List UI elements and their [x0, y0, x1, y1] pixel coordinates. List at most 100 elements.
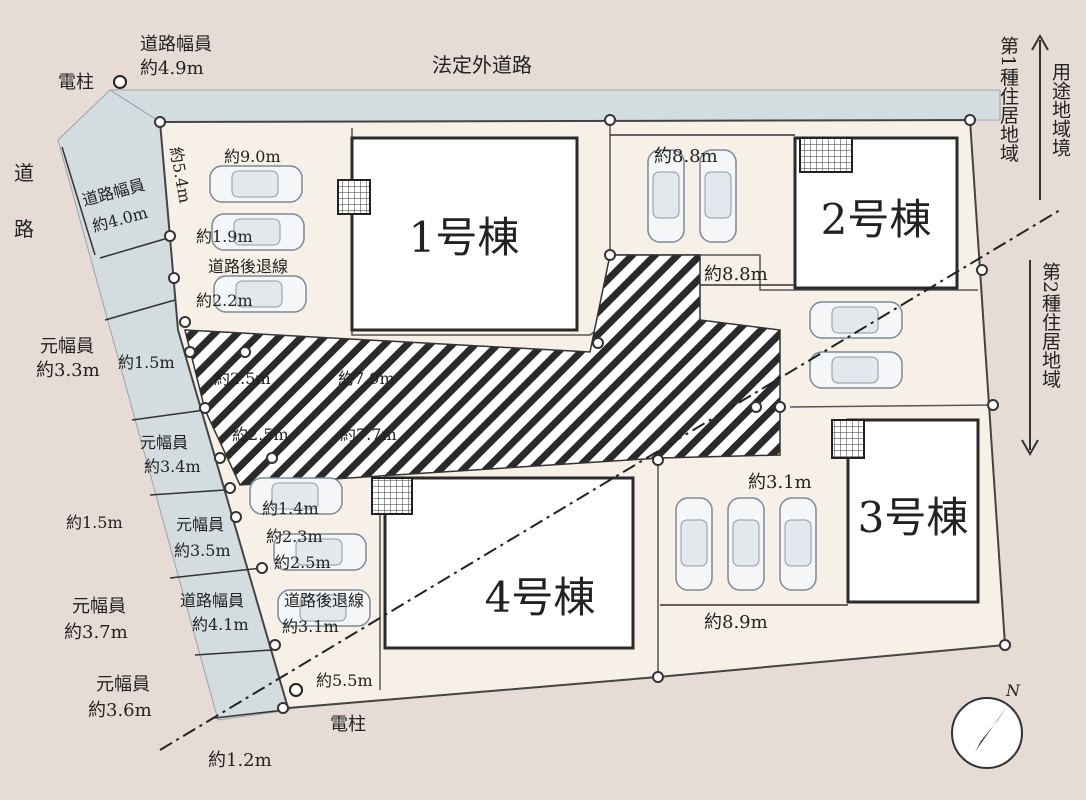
parking-car — [779, 497, 817, 591]
dimension-label: 約8.8m — [654, 146, 718, 167]
zone-2-label: 第2種住居地域 — [1039, 262, 1061, 388]
survey-point — [239, 346, 251, 358]
orig-width-label: 元幅員 — [72, 596, 126, 617]
entrance-marker — [831, 419, 865, 459]
dim-line — [61, 146, 96, 256]
survey-point — [604, 249, 616, 261]
orig-width-label: 元幅員 — [176, 515, 224, 534]
dimension-label: 約9.0m — [224, 147, 281, 166]
survey-point — [266, 452, 278, 464]
dimension-label: 約1.4m — [262, 499, 319, 518]
dimension-label: 約8.8m — [704, 264, 768, 285]
road-width-top-label: 道路幅員 — [140, 34, 212, 55]
dimension-label: 約5.5m — [316, 671, 373, 690]
building-1-label: 1号棟 — [409, 213, 520, 262]
survey-point — [256, 562, 268, 574]
orig-width-value: 約3.4m — [144, 457, 201, 476]
shared-driveway — [184, 254, 781, 486]
zone-1-label: 第1種住居地域 — [997, 36, 1019, 162]
survey-point — [164, 230, 176, 242]
dim-line — [214, 709, 286, 719]
survey-point — [179, 316, 191, 328]
survey-point — [230, 511, 242, 523]
setback-label: 道路後退線 — [284, 591, 364, 610]
orig-width-label: 元幅員 — [40, 336, 94, 357]
road-top-label: 法定外道路 — [432, 53, 532, 77]
parking-car — [809, 351, 903, 389]
dimension-label: 約2.3m — [266, 527, 323, 546]
building-1 — [350, 136, 579, 332]
survey-point — [774, 401, 786, 413]
dimension-label: 約2.2m — [196, 291, 253, 310]
dim-line — [131, 409, 206, 421]
zone-arrow-up-head — [1031, 33, 1049, 51]
dim-line — [149, 489, 226, 496]
dimension-label: 約1.5m — [66, 513, 123, 532]
road-width-value: 約4.1m — [192, 615, 249, 634]
dimension-label: 約1.5m — [118, 353, 175, 372]
dimension-label: 約8.9m — [704, 612, 768, 633]
pole-bottom-label: 電柱 — [330, 714, 366, 735]
survey-point — [214, 452, 226, 464]
orig-width-label: 元幅員 — [96, 674, 150, 695]
utility-pole — [289, 683, 303, 697]
survey-point — [277, 702, 289, 714]
dimension-label: 約7.9m — [338, 369, 395, 388]
orig-width-label: 元幅員 — [140, 433, 188, 452]
parking-car — [675, 497, 713, 591]
survey-point — [999, 639, 1011, 651]
survey-point — [652, 671, 664, 683]
dimension-label: 約3.1m — [282, 617, 339, 636]
building-3 — [846, 418, 980, 604]
dim-line — [194, 649, 273, 656]
dim-line — [104, 299, 176, 321]
entrance-marker — [799, 137, 853, 173]
dim-line — [99, 237, 169, 259]
dimension-label: 約1.2m — [208, 750, 272, 771]
orig-width-value: 約3.6m — [88, 700, 152, 721]
survey-point — [750, 401, 762, 413]
survey-point — [604, 114, 616, 126]
road-left-label-2: 路 — [14, 217, 34, 241]
survey-point — [269, 639, 281, 651]
entrance-marker — [371, 477, 413, 515]
zone-arrow-down-head — [1021, 439, 1039, 457]
road-width-top-value: 約4.9m — [140, 58, 204, 79]
survey-point — [184, 346, 196, 358]
north-label: N — [1005, 681, 1021, 700]
parking-car — [209, 165, 303, 203]
survey-point — [592, 337, 604, 349]
zone-border-label: 用途地域境 — [1049, 62, 1071, 157]
survey-point — [976, 264, 988, 276]
dim-line — [169, 567, 263, 579]
dimension-label: 約2.5m — [274, 553, 331, 572]
parking-car — [727, 497, 765, 591]
dimension-label: 約2.5m — [214, 369, 271, 388]
building-4 — [383, 476, 635, 650]
building-4-label: 4号棟 — [485, 573, 596, 622]
survey-point — [987, 399, 999, 411]
pole-top-label: 電柱 — [58, 72, 94, 93]
north-compass — [951, 697, 1023, 769]
building-2-label: 2号棟 — [821, 195, 932, 244]
utility-pole — [113, 75, 127, 89]
orig-width-value: 約3.7m — [64, 622, 128, 643]
survey-point — [154, 116, 166, 128]
lot-line — [789, 404, 996, 408]
building-3-label: 3号棟 — [858, 493, 969, 542]
survey-point — [168, 272, 180, 284]
orig-width-value: 約3.5m — [174, 541, 231, 560]
survey-point — [964, 114, 976, 126]
survey-point — [224, 482, 236, 494]
entrance-marker — [337, 179, 371, 215]
top-road — [108, 89, 1001, 123]
survey-point — [652, 454, 664, 466]
dimension-label: 約7.7m — [340, 425, 397, 444]
survey-point — [199, 402, 211, 414]
dimension-label: 約1.9m — [196, 227, 253, 246]
road-width-label: 道路幅員 — [180, 591, 244, 610]
zone-border-line — [159, 209, 1061, 751]
road-left-label: 道 — [14, 161, 34, 185]
dimension-label: 約3.1m — [748, 472, 812, 493]
